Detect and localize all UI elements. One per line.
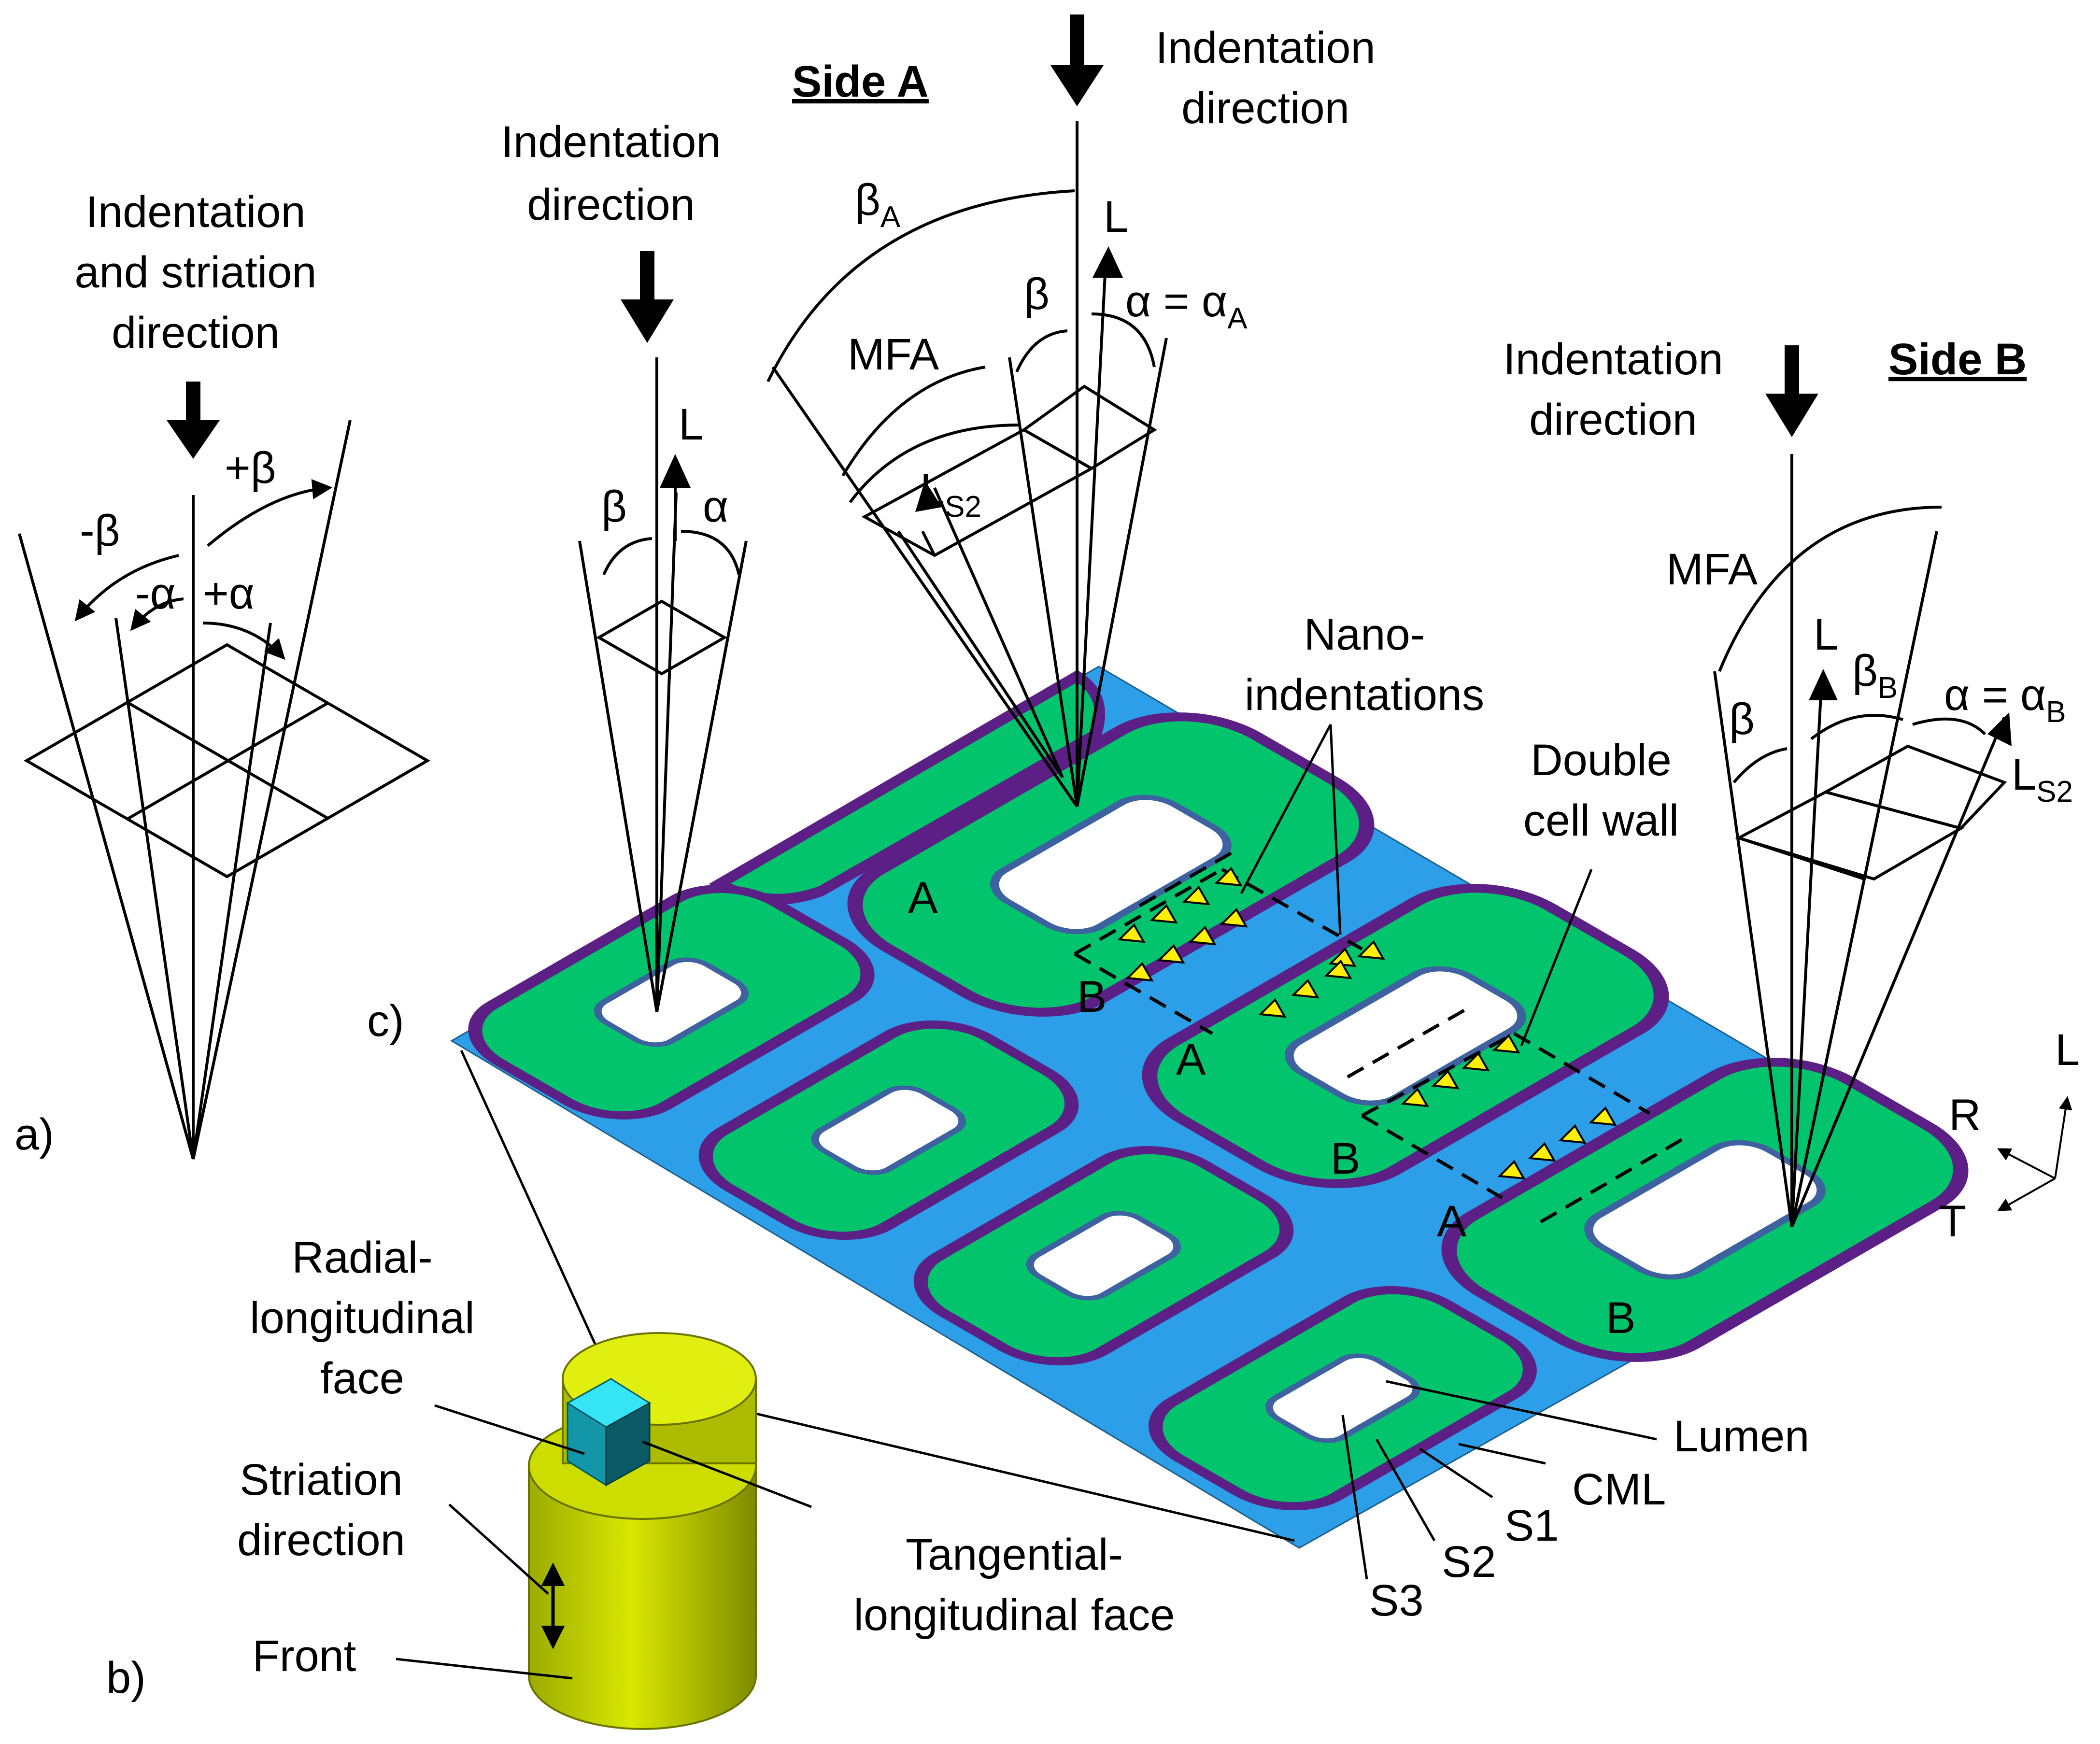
alpha-a-label: α = αA bbox=[1125, 277, 1248, 335]
radial-label: Radial- bbox=[292, 1233, 432, 1282]
beta-label: β bbox=[1024, 269, 1050, 319]
side-b-marker: B bbox=[1077, 972, 1107, 1021]
panel-b-label: b) bbox=[106, 1653, 146, 1702]
panel-a-diagram bbox=[18, 420, 430, 1160]
panel-b-sample bbox=[396, 1049, 1295, 1730]
left-indent-diagram bbox=[578, 357, 748, 1012]
side-a-marker: A bbox=[908, 873, 938, 922]
lumen bbox=[811, 1085, 966, 1175]
alpha-label: α bbox=[703, 482, 728, 531]
indentation-label: Indentation bbox=[1503, 335, 1723, 384]
panel-c-label: c) bbox=[367, 996, 404, 1046]
panel-a-label: a) bbox=[14, 1110, 54, 1159]
side-a-title: Side A bbox=[792, 57, 929, 106]
side-b-marker: B bbox=[1331, 1134, 1360, 1183]
plus-alpha-label: +α bbox=[203, 569, 255, 618]
s2-label: S2 bbox=[1442, 1537, 1496, 1587]
ls2-label: LS2 bbox=[2012, 750, 2073, 808]
side-a-marker: A bbox=[1437, 1197, 1467, 1246]
double-label: Double bbox=[1531, 736, 1672, 785]
lrt-axes bbox=[1997, 1096, 2072, 1211]
cell-bottom bbox=[1149, 1286, 1537, 1511]
cell-middle-left bbox=[698, 1020, 1079, 1240]
beta-b-label: βB bbox=[1852, 646, 1898, 705]
indentation-guide-lines bbox=[1074, 848, 1687, 1224]
axis-l-label: L bbox=[2055, 1025, 2080, 1075]
side-b-title: Side B bbox=[1888, 335, 2027, 384]
face-label: face bbox=[320, 1354, 404, 1403]
lumen bbox=[990, 794, 1232, 935]
direction-label: direction bbox=[1529, 395, 1697, 444]
lumen bbox=[1285, 966, 1526, 1106]
indentations-label: indentations bbox=[1245, 670, 1484, 720]
longitudinal-label: longitudinal bbox=[250, 1293, 474, 1343]
l-axis-arrow-icon bbox=[1809, 669, 1838, 700]
plus-beta-label: +β bbox=[225, 443, 276, 493]
indentation-label: Indentation bbox=[501, 117, 721, 167]
ls2-arrow-icon bbox=[1987, 712, 2012, 746]
side-a-diagram bbox=[766, 121, 1168, 808]
lumen bbox=[1265, 1353, 1420, 1443]
mfa-label: MFA bbox=[848, 330, 939, 379]
side-a-marker: A bbox=[1176, 1035, 1206, 1084]
cell-top-right bbox=[847, 712, 1375, 1017]
panel-a-title: Indentation and striation direction bbox=[74, 187, 316, 357]
beta-a-label: βA bbox=[855, 175, 901, 234]
minus-beta-label: -β bbox=[80, 506, 120, 555]
tangential-label: Tangential- bbox=[906, 1530, 1123, 1579]
alpha-b-label: α = αB bbox=[1944, 670, 2066, 729]
beta-label: β bbox=[1729, 695, 1755, 744]
nano-label: Nano- bbox=[1304, 610, 1425, 659]
cell-plate bbox=[450, 666, 1969, 1549]
ls2-label: LS2 bbox=[920, 465, 981, 524]
axis-r-label: R bbox=[1949, 1091, 1981, 1140]
l-label: L bbox=[679, 400, 703, 449]
cml-label: CML bbox=[1572, 1465, 1666, 1514]
cell-front-left bbox=[468, 885, 875, 1120]
cell-far-right bbox=[1441, 1058, 1969, 1362]
l-label: L bbox=[1814, 610, 1838, 659]
indentation-label: Indentation bbox=[1155, 23, 1375, 72]
direction-label: direction bbox=[527, 180, 695, 229]
indentation-arrow-icon bbox=[1050, 14, 1104, 106]
indentation-arrow-icon bbox=[167, 382, 220, 459]
indentation-arrow-icon bbox=[1765, 345, 1818, 437]
side-b-marker: B bbox=[1606, 1293, 1635, 1343]
nanoindentations bbox=[1117, 866, 1617, 1180]
indentation-arrow-icon bbox=[621, 251, 674, 343]
l-label: L bbox=[1104, 192, 1128, 241]
striation-label: Striation bbox=[240, 1455, 403, 1504]
front-label: Front bbox=[253, 1631, 356, 1681]
beta-label: β bbox=[601, 482, 627, 531]
cell-center-right bbox=[1142, 884, 1669, 1188]
lumen bbox=[594, 957, 749, 1047]
side-b-diagram bbox=[1713, 454, 2007, 1228]
cell-wall-label: cell wall bbox=[1523, 796, 1679, 845]
ls2-arrow-icon bbox=[915, 481, 942, 512]
tangential-face-label: longitudinal face bbox=[854, 1590, 1175, 1640]
axis-t-label: T bbox=[1939, 1197, 1966, 1246]
direction-label: direction bbox=[112, 308, 280, 357]
cell-lower-left bbox=[913, 1146, 1294, 1366]
lumen-label: Lumen bbox=[1674, 1412, 1809, 1461]
direction-label: direction bbox=[237, 1516, 405, 1565]
lumen bbox=[1584, 1140, 1826, 1280]
s3-label: S3 bbox=[1369, 1576, 1424, 1625]
mfa-label: MFA bbox=[1666, 545, 1758, 594]
l-axis-arrow-icon bbox=[660, 454, 691, 488]
leader-lines bbox=[1240, 723, 1657, 1580]
direction-label: direction bbox=[1181, 84, 1349, 133]
l-axis-arrow-icon bbox=[1093, 246, 1123, 278]
minus-alpha-label: -α bbox=[135, 569, 176, 618]
striation-label: and striation bbox=[74, 248, 316, 297]
indentation-label: Indentation bbox=[85, 187, 305, 237]
lumen bbox=[1026, 1211, 1181, 1301]
s1-label: S1 bbox=[1504, 1501, 1559, 1550]
